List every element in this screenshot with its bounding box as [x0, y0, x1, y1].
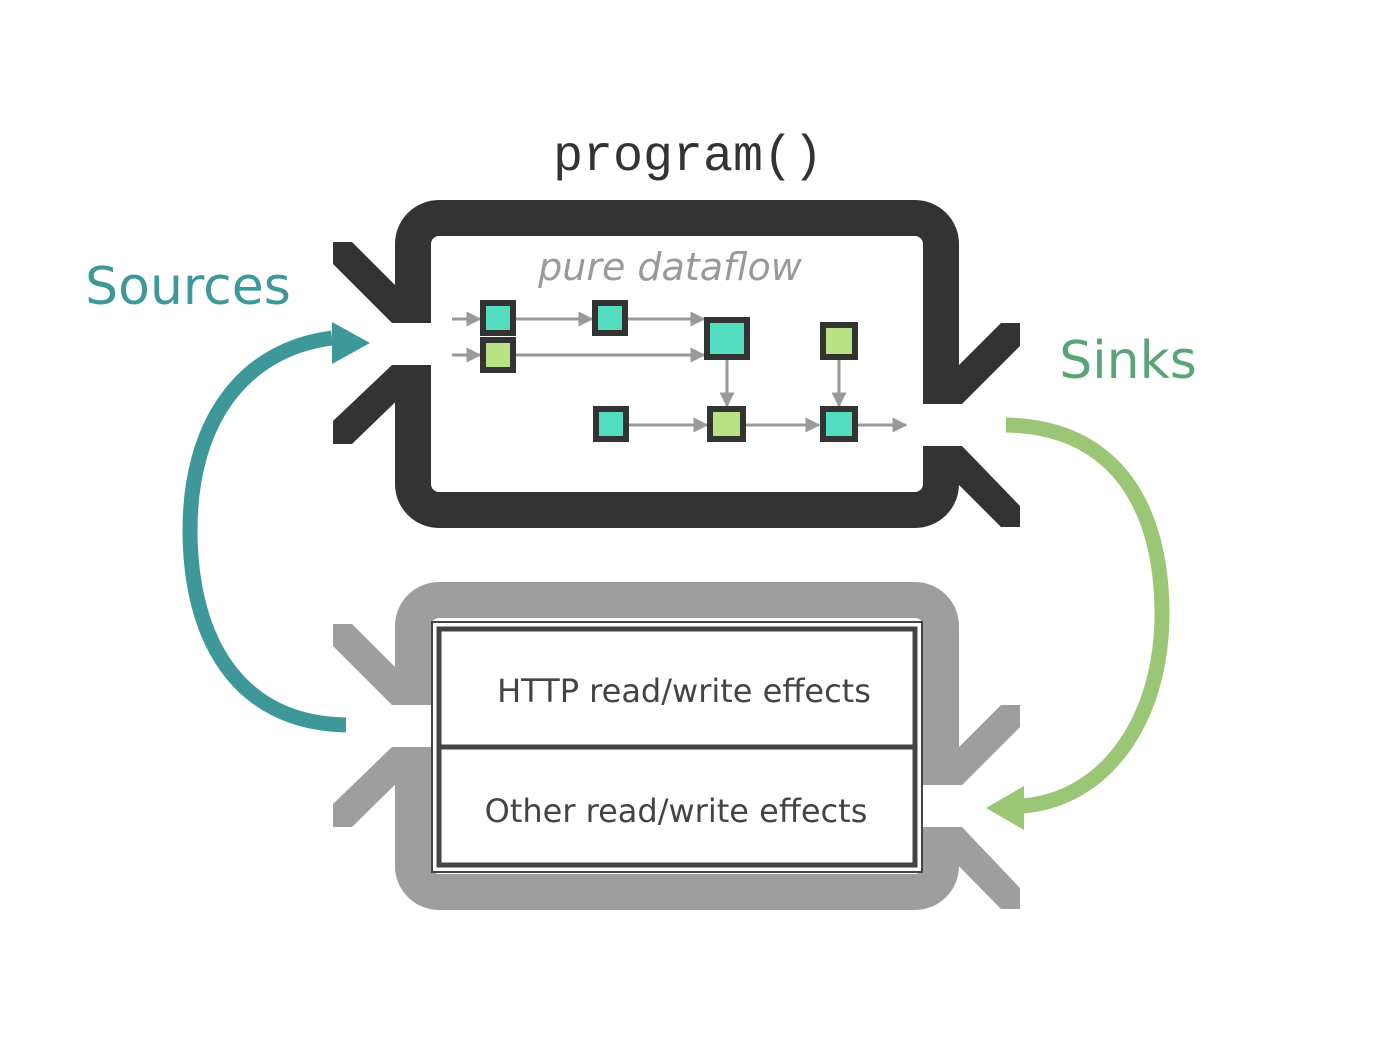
diagram-title: program()	[553, 129, 823, 186]
flow-node	[820, 406, 858, 442]
flow-node	[592, 300, 628, 336]
sinks-label: Sinks	[1059, 331, 1197, 391]
effects-input-port	[333, 624, 412, 827]
sources-arrowhead	[332, 322, 370, 364]
http-effects-label: HTTP read/write effects	[497, 672, 871, 710]
flow-node	[820, 322, 858, 360]
flow-node	[593, 406, 629, 442]
flow-node	[480, 300, 516, 336]
flow-node	[480, 337, 516, 373]
program-box: pure dataflow	[333, 200, 1020, 528]
sinks-arrowhead	[986, 786, 1024, 830]
dataflow-graph	[452, 300, 908, 442]
sources-arrow	[182, 322, 370, 733]
flow-nodes	[480, 300, 858, 442]
sinks-arrow	[986, 417, 1170, 830]
other-effects-label: Other read/write effects	[485, 792, 868, 830]
sources-label: Sources	[85, 257, 291, 317]
pure-dataflow-caption: pure dataflow	[537, 245, 803, 289]
program-input-port	[333, 242, 412, 444]
flow-edges	[452, 311, 908, 433]
flow-node	[707, 406, 746, 442]
effects-box: HTTP read/write effects Other read/write…	[333, 582, 1020, 910]
program-output-port	[942, 323, 1020, 527]
effects-output-port	[942, 705, 1020, 909]
flow-node	[704, 317, 750, 360]
